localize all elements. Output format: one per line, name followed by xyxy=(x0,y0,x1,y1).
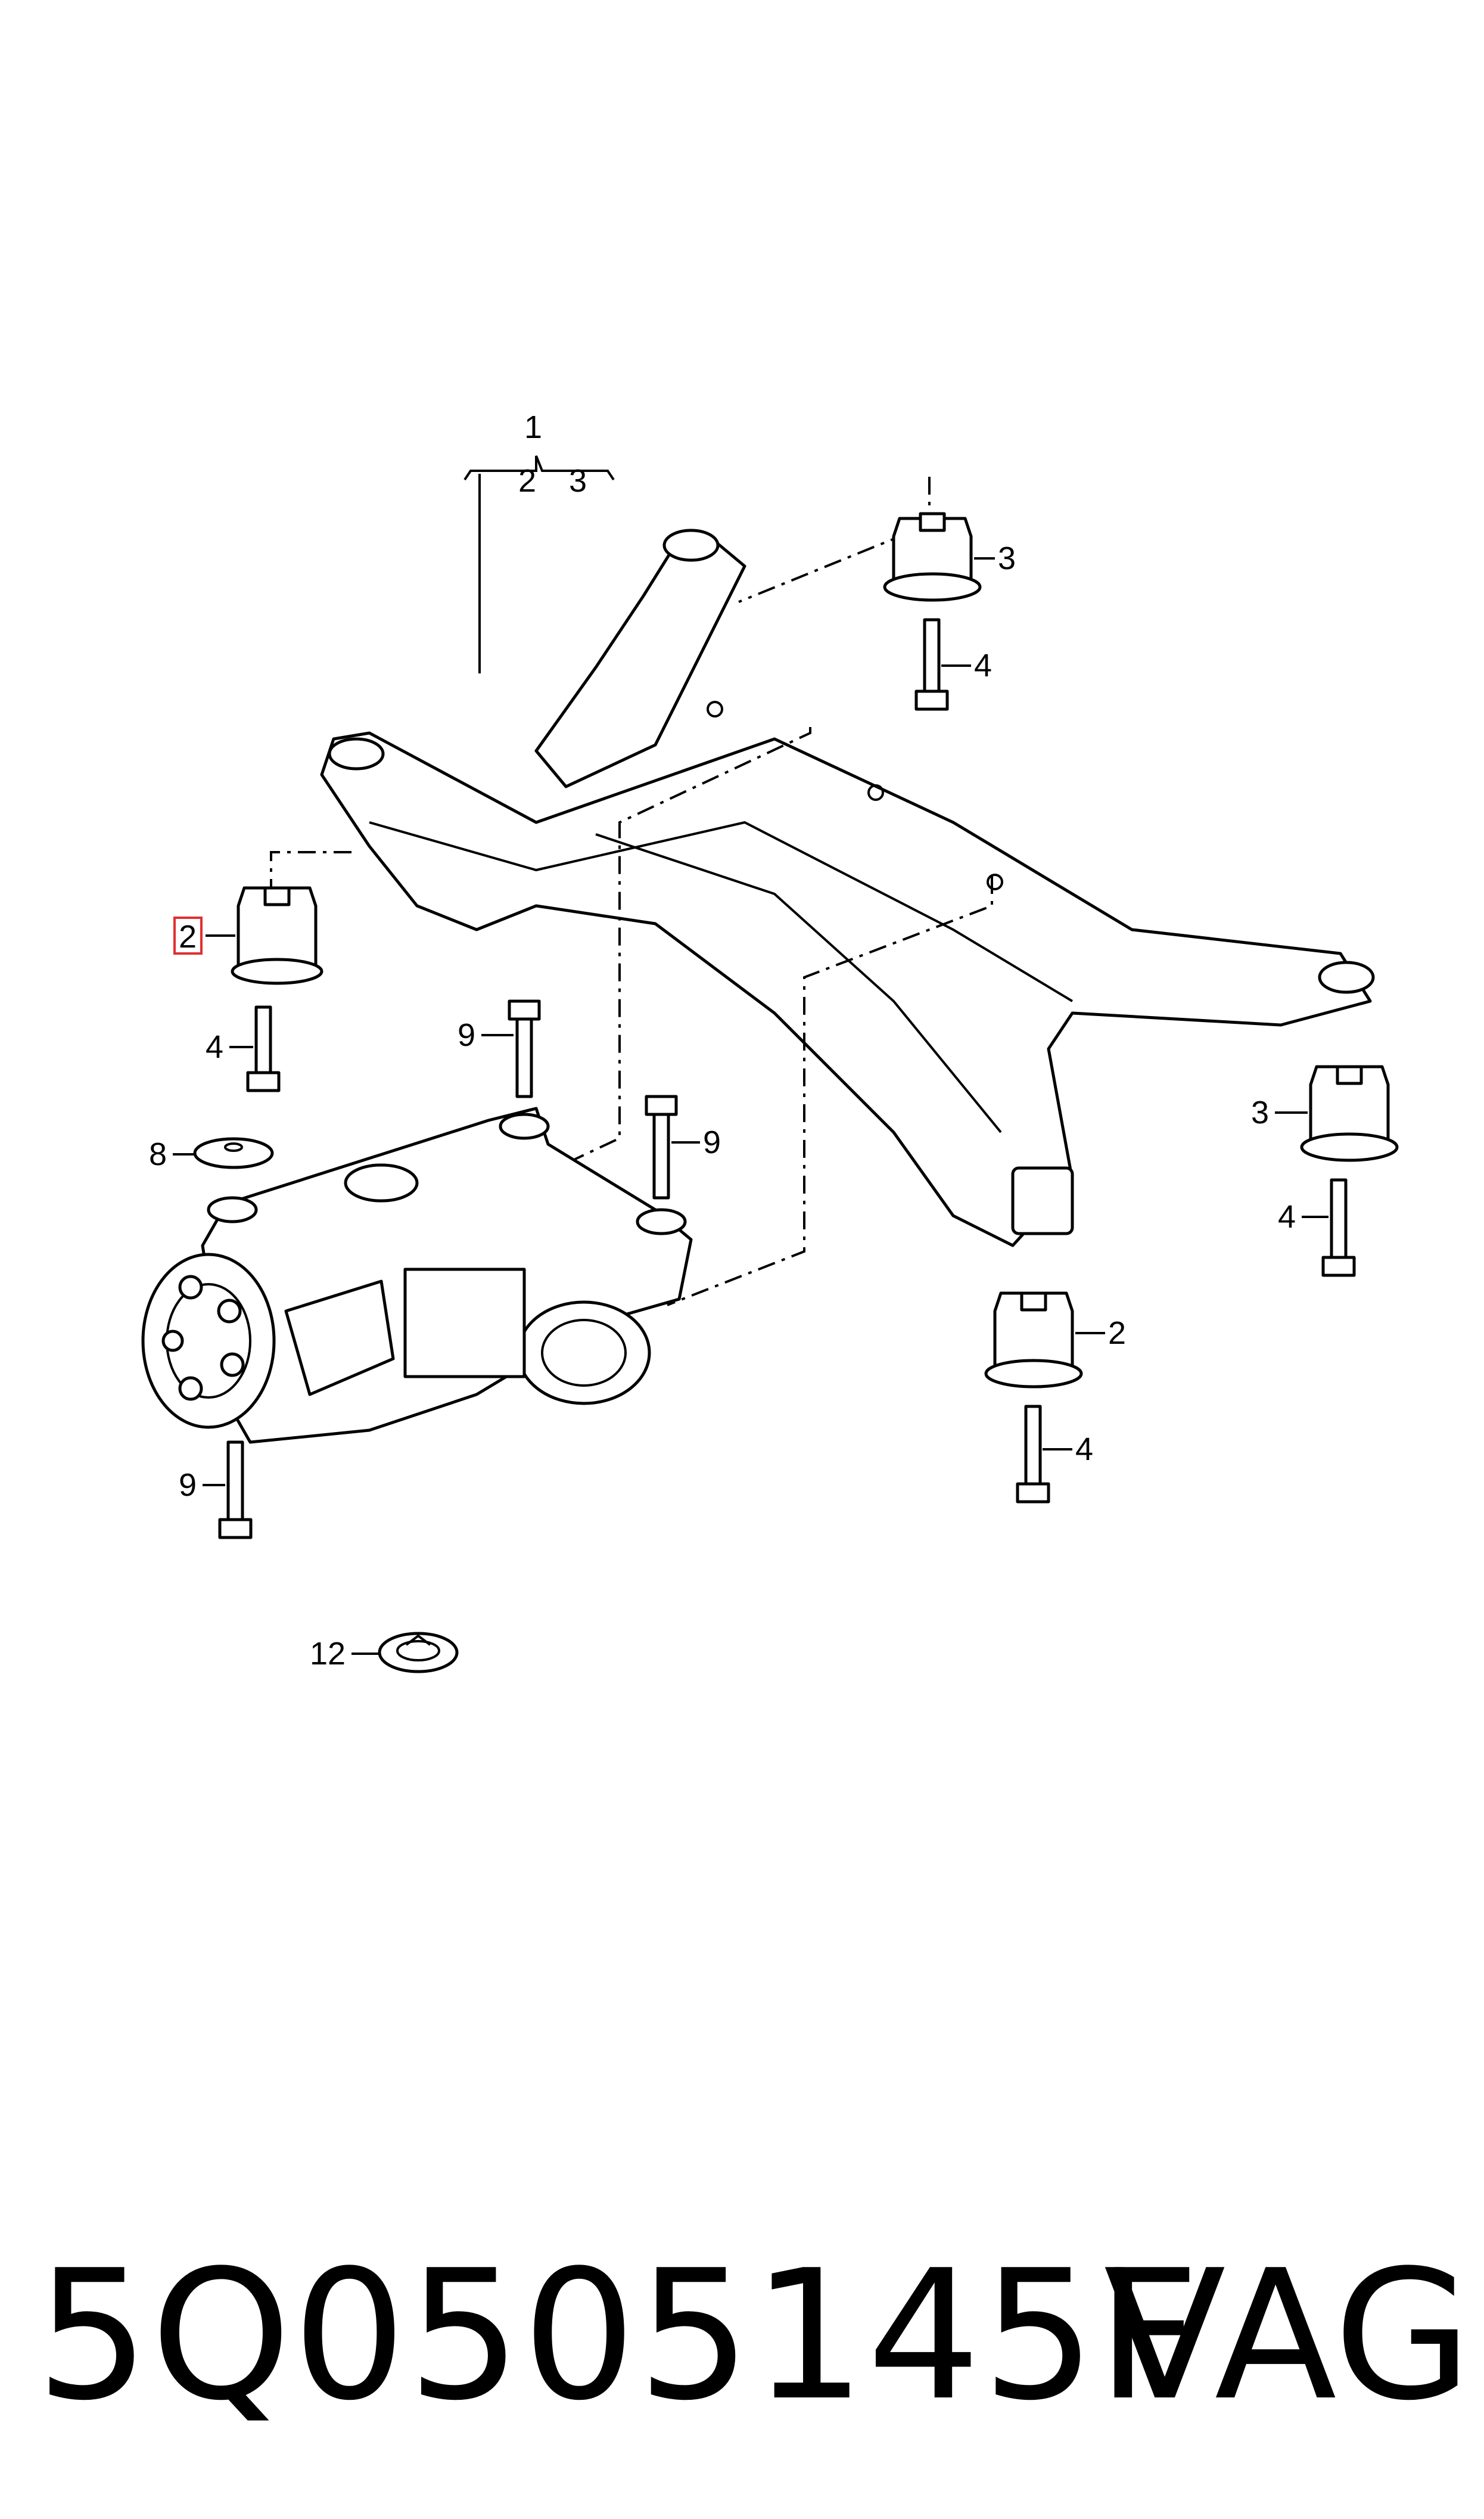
clip-12 xyxy=(378,1632,459,1673)
brand-label: VAG xyxy=(1103,2232,1472,2440)
mount-hole xyxy=(987,874,1003,890)
electronic-module xyxy=(284,1279,395,1396)
bolt-4-left xyxy=(254,1005,272,1074)
bushing-3-top-group: 3 4 xyxy=(883,512,1016,711)
callout-1-sub-2: 2 xyxy=(518,463,536,499)
washer-8-group: 8 xyxy=(149,1136,274,1172)
drive-flange xyxy=(141,1253,276,1429)
callout-2-right: 2 xyxy=(1108,1315,1126,1351)
callout-9-bottom: 9 xyxy=(179,1467,197,1503)
assembly-label-group: 1 2 3 xyxy=(463,409,615,673)
subframe-inner-line xyxy=(595,833,1002,1133)
callout-9-top-left: 9 xyxy=(458,1017,475,1053)
part-number: 5Q0505145F xyxy=(36,2232,1201,2440)
subframe-tower-right xyxy=(1318,961,1375,994)
bolt-4-bottom xyxy=(1024,1405,1042,1486)
bushing-3-right-group: 3 4 xyxy=(1251,1065,1399,1277)
bushing-2-left-group: 2 4 xyxy=(173,886,323,1092)
callout-9-top-right: 9 xyxy=(703,1125,721,1160)
bolt-4-top xyxy=(923,618,941,693)
subframe-tower-bottom xyxy=(1011,1166,1074,1235)
callout-12: 12 xyxy=(310,1636,346,1672)
bolt-9-top-left xyxy=(508,999,541,1021)
subframe-crossmember xyxy=(320,731,1372,1247)
mount-eye-top xyxy=(499,1113,550,1140)
assembly-bracket xyxy=(463,455,615,481)
mount-hole xyxy=(707,701,723,718)
parts-diagram: 1 2 3 3 4 xyxy=(141,409,1399,1673)
subframe-tower-top xyxy=(662,529,720,562)
bolt-9-top-left-group: 9 xyxy=(458,999,541,1098)
bushing-2-right-group: 2 4 xyxy=(984,1291,1126,1504)
clip-12-group: 12 xyxy=(310,1632,459,1673)
bolt-9-top-right-group: 9 xyxy=(645,1095,721,1200)
subframe-tower-left xyxy=(328,737,385,771)
callout-4-left: 4 xyxy=(206,1029,223,1065)
callout-4-top: 4 xyxy=(974,648,992,684)
callout-2-highlight-box xyxy=(173,917,203,955)
bolt-9-bottom-group: 9 xyxy=(179,1440,253,1539)
bolt-4-right xyxy=(1330,1178,1348,1259)
washer-8 xyxy=(193,1137,274,1169)
output-flange xyxy=(517,1300,651,1405)
callout-3-right: 3 xyxy=(1251,1095,1269,1130)
callout-4-bottom: 4 xyxy=(1075,1431,1093,1467)
mount-eye-left xyxy=(207,1196,258,1223)
subframe-front-arm xyxy=(534,535,746,788)
subframe-edge-line xyxy=(369,821,1074,1002)
footer: 5Q0505145F VAG xyxy=(0,2217,1484,2455)
callout-8: 8 xyxy=(149,1136,167,1172)
callout-1-sub-3: 3 xyxy=(569,463,587,499)
callout-1: 1 xyxy=(524,409,542,445)
bolt-9-top-right xyxy=(645,1095,678,1116)
callout-2-left: 2 xyxy=(179,919,197,955)
mount-hole xyxy=(867,784,884,801)
callout-3-top: 3 xyxy=(998,541,1016,576)
bolt-9-bottom xyxy=(226,1440,244,1521)
rear-differential xyxy=(141,1107,693,1444)
actuator-block xyxy=(403,1268,526,1378)
mount-eye-right xyxy=(636,1208,687,1235)
callout-4-right: 4 xyxy=(1278,1199,1296,1235)
rear-subframe xyxy=(320,529,1375,1247)
